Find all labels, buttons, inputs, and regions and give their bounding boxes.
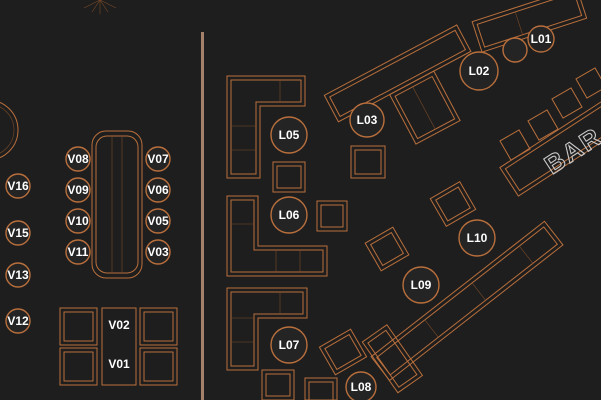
table-marker[interactable] — [459, 51, 499, 91]
stage-decoration — [83, 0, 117, 14]
sofa-l08 — [361, 324, 424, 394]
table-v05[interactable]: V05 — [145, 208, 171, 234]
table-marker[interactable] — [145, 208, 171, 234]
table-v07[interactable]: V07 — [145, 146, 171, 172]
table-marker[interactable] — [270, 196, 308, 234]
square-tables-v01-v02 — [59, 307, 178, 386]
sofa-l02 — [323, 24, 472, 145]
table-marker[interactable] — [65, 177, 91, 203]
table-l09[interactable]: L09 — [402, 266, 440, 304]
table-v15[interactable]: V15 — [5, 220, 31, 246]
table-marker[interactable] — [270, 326, 308, 364]
long-table — [91, 130, 143, 279]
table-label: V01 — [108, 357, 130, 371]
table-l03[interactable]: L03 — [349, 102, 385, 138]
table-marker[interactable] — [5, 308, 31, 334]
table-v11[interactable]: V11 — [65, 239, 91, 265]
sofa-l09-l10 — [370, 220, 564, 382]
table-l10[interactable]: L10 — [458, 219, 496, 257]
table-marker[interactable] — [5, 173, 31, 199]
table-v06[interactable]: V06 — [145, 177, 171, 203]
table-marker[interactable] — [5, 262, 31, 288]
table-l02[interactable]: L02 — [459, 51, 499, 91]
table-marker[interactable] — [145, 146, 171, 172]
sofa-l07 — [226, 287, 308, 371]
coffee-tables — [261, 145, 386, 400]
table-v13[interactable]: V13 — [5, 262, 31, 288]
table-marker[interactable] — [349, 102, 385, 138]
round-lounge — [0, 101, 19, 159]
divider-wall — [201, 32, 204, 400]
table-v10[interactable]: V10 — [65, 208, 91, 234]
small-round-table — [502, 37, 528, 63]
table-v16[interactable]: V16 — [5, 173, 31, 199]
table-marker[interactable] — [65, 239, 91, 265]
table-marker[interactable] — [145, 177, 171, 203]
table-l06[interactable]: L06 — [270, 196, 308, 234]
table-marker[interactable] — [145, 239, 171, 265]
table-l05[interactable]: L05 — [270, 116, 308, 154]
bar-counter — [499, 90, 601, 197]
table-v01[interactable]: V01 — [108, 357, 130, 371]
table-marker[interactable] — [5, 220, 31, 246]
table-marker[interactable] — [65, 146, 91, 172]
sofa-l06 — [226, 195, 328, 277]
sofa-l05 — [226, 75, 306, 179]
table-v08[interactable]: V08 — [65, 146, 91, 172]
table-marker[interactable] — [402, 266, 440, 304]
table-l01[interactable]: L01 — [527, 25, 555, 53]
table-l08[interactable]: L08 — [345, 371, 377, 400]
table-marker[interactable] — [345, 371, 377, 400]
table-v03[interactable]: V03 — [145, 239, 171, 265]
coffee-tables-right — [318, 180, 477, 376]
bar-label: BAR — [539, 121, 601, 180]
table-marker[interactable] — [458, 219, 496, 257]
table-v12[interactable]: V12 — [5, 308, 31, 334]
table-marker[interactable] — [270, 116, 308, 154]
table-l07[interactable]: L07 — [270, 326, 308, 364]
table-v02[interactable]: V02 — [108, 318, 130, 332]
table-label: V02 — [108, 318, 130, 332]
table-marker[interactable] — [527, 25, 555, 53]
table-marker[interactable] — [65, 208, 91, 234]
table-v09[interactable]: V09 — [65, 177, 91, 203]
